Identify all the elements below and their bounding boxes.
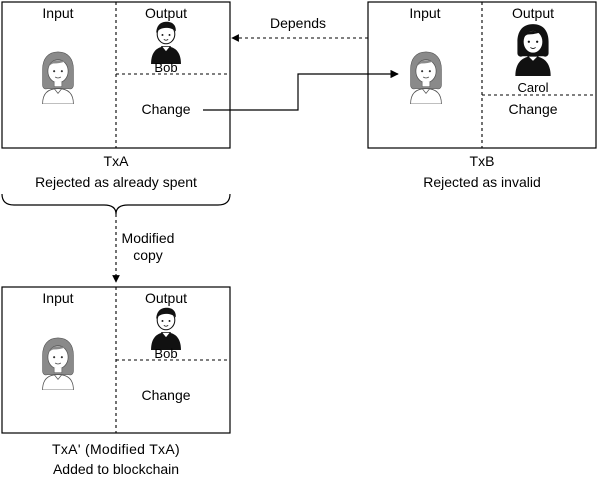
modified-copy-label-line1: Modified (122, 230, 175, 246)
tx-a-prime-status: Added to blockchain (53, 461, 179, 477)
woman-black-hair-avatar-icon (514, 23, 552, 76)
tx-b-change-label: Change (508, 101, 557, 117)
woman-avatar-icon (410, 51, 442, 104)
tx-a-change-label: Change (141, 101, 190, 117)
tx-a-prime-name: TxA' (Modified TxA) (52, 441, 180, 457)
woman-avatar-icon (42, 51, 74, 104)
tx-a-brace (1, 193, 231, 215)
tx-b-recipient: Carol (517, 80, 548, 95)
tx-a-status: Rejected as already spent (35, 174, 197, 190)
tx-b-input-label: Input (409, 5, 440, 21)
tx-a-prime-input-label: Input (42, 290, 73, 306)
depends-label: Depends (270, 15, 326, 31)
woman-avatar-icon (42, 337, 74, 390)
tx-a-name: TxA (104, 153, 130, 169)
tx-a-output-label: Output (145, 5, 187, 21)
tx-a-input-label: Input (42, 5, 73, 21)
tx-a-prime-output-label: Output (145, 290, 187, 306)
modified-copy-label-line2: copy (133, 247, 163, 263)
tx-b-name: TxB (470, 153, 495, 169)
tx-a-recipient: Bob (154, 60, 177, 75)
tx-b-status: Rejected as invalid (423, 174, 541, 190)
change-to-input-arrow (203, 69, 399, 111)
tx-a-prime-recipient: Bob (154, 346, 177, 361)
tx-b: Input Output Carol Change (367, 1, 597, 149)
tx-a: Input Output Bob Change (1, 1, 231, 149)
tx-a-prime: Input Output Bob Change (1, 286, 231, 434)
tx-a-prime-change-label: Change (141, 387, 190, 403)
tx-b-output-label: Output (512, 5, 554, 21)
